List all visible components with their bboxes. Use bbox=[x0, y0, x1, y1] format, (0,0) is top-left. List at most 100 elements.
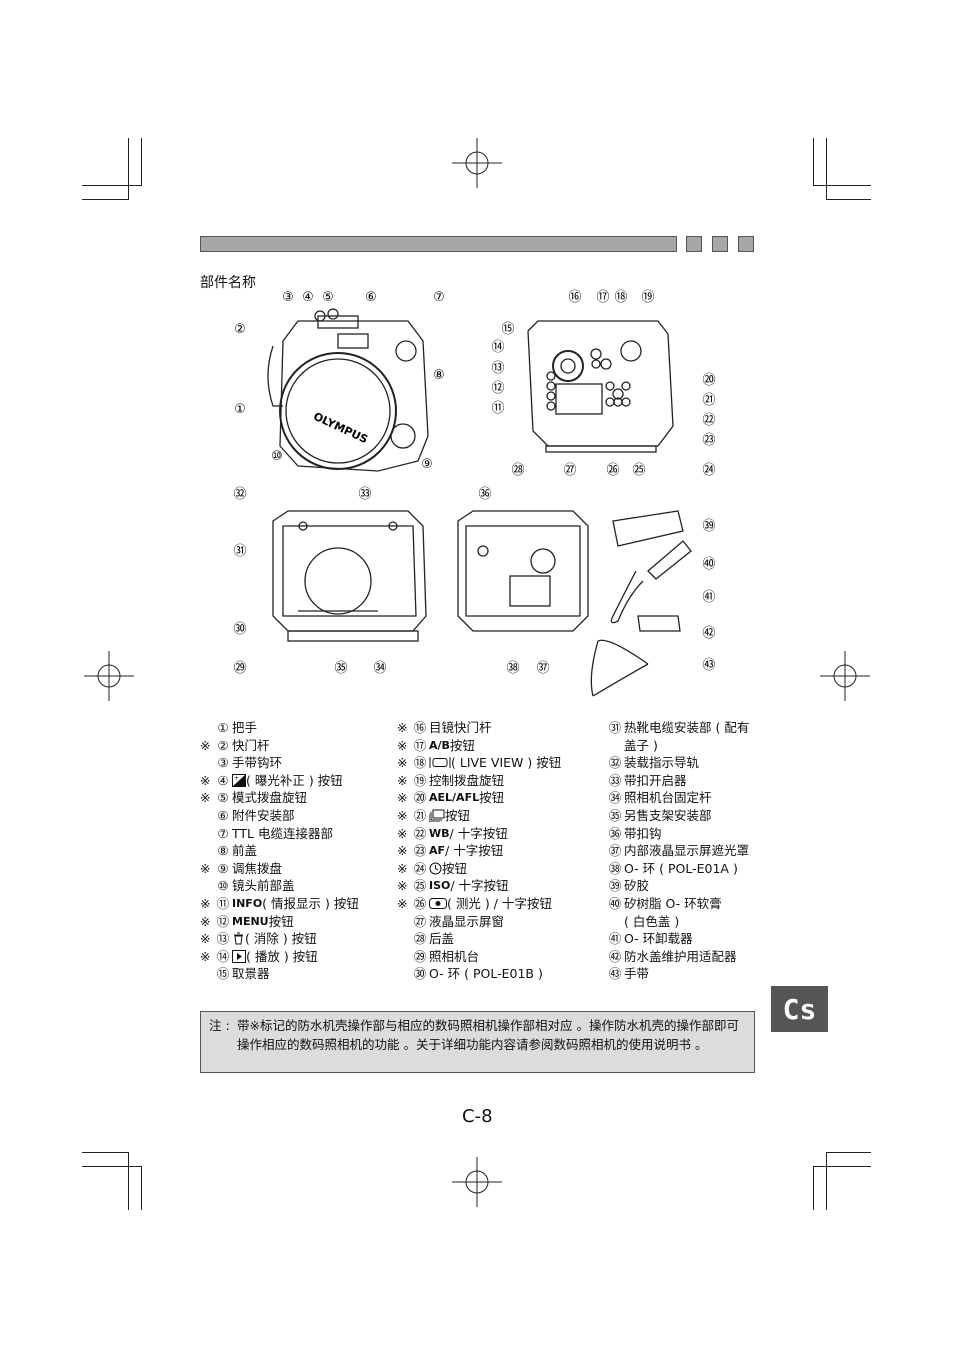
item-text: / 十字按钮 bbox=[445, 843, 504, 859]
item-number: ㉔ bbox=[413, 860, 427, 876]
item-text: 矽树脂 O- 环软膏 bbox=[624, 895, 722, 911]
item-number: ③ bbox=[217, 755, 229, 771]
item-number: ⑮ bbox=[216, 966, 230, 982]
item-number: ㉓ bbox=[413, 843, 427, 859]
callout-number: ⑬ bbox=[491, 361, 504, 376]
item-number: ㊱ bbox=[608, 825, 622, 841]
item-number: ㉞ bbox=[608, 790, 622, 806]
item-number: ㉙ bbox=[413, 948, 427, 964]
item-number: ⑱ bbox=[413, 755, 427, 771]
callout-number: ㊶ bbox=[702, 590, 715, 605]
callout-number: ⑭ bbox=[491, 340, 504, 355]
callout-number: ㉑ bbox=[702, 393, 715, 408]
callout-number: ㉚ bbox=[233, 622, 246, 637]
operation-mark: ※ bbox=[397, 825, 408, 841]
item-number: ㉕ bbox=[413, 878, 427, 894]
registration-mark bbox=[820, 651, 870, 701]
item-number: ⑥ bbox=[217, 807, 229, 823]
operation-mark bbox=[200, 825, 214, 843]
timer-icon bbox=[429, 860, 442, 878]
item-number: ② bbox=[217, 737, 229, 753]
list-item-continuation: ( 白色盖 ) bbox=[624, 913, 680, 929]
note-text: 带※标记的防水机壳操作部与相应的数码照相机操作部相对应 。操作防水机壳的操作部即… bbox=[237, 1018, 739, 1052]
item-number: ㉚ bbox=[413, 966, 427, 982]
operation-mark: ※ bbox=[200, 895, 211, 911]
item-text: 另售支架安装部 bbox=[624, 807, 712, 823]
item-number: ㉑ bbox=[413, 807, 427, 823]
item-text: 镜头前部盖 bbox=[232, 878, 295, 894]
item-number: ⑤ bbox=[217, 790, 229, 806]
callout-number: ㉙ bbox=[233, 661, 246, 676]
item-text: / 十字按钮 bbox=[450, 878, 509, 894]
button-label: INFO bbox=[232, 896, 263, 910]
operation-mark: ※ bbox=[200, 790, 211, 806]
crop-mark bbox=[128, 1152, 129, 1210]
button-label: WB bbox=[429, 826, 450, 840]
callout-number: ㉜ bbox=[233, 487, 246, 502]
item-text: 内部液晶显示屏遮光罩 bbox=[624, 843, 750, 859]
note-label: 注 : bbox=[209, 1018, 230, 1033]
item-number: ① bbox=[217, 720, 229, 735]
callout-number: ㉗ bbox=[563, 463, 576, 478]
crop-mark bbox=[141, 138, 142, 186]
front-view-housing bbox=[267, 308, 429, 472]
operation-mark: ※ bbox=[397, 755, 408, 771]
inside-housing bbox=[272, 510, 427, 642]
item-text: ( 消除 ) 按钮 bbox=[245, 931, 317, 947]
button-label: MENU bbox=[232, 914, 269, 928]
callout-number: ㊲ bbox=[536, 661, 549, 676]
item-number: ㊲ bbox=[608, 843, 622, 859]
operation-mark: ※ bbox=[397, 878, 408, 894]
callout-number: ⑲ bbox=[641, 290, 654, 305]
item-text: 带扣钩 bbox=[624, 825, 662, 841]
item-number: ⑪ bbox=[216, 895, 230, 911]
metering-icon bbox=[429, 895, 447, 913]
crop-mark bbox=[813, 185, 871, 186]
callout-number: ㊵ bbox=[702, 557, 715, 572]
operation-mark bbox=[397, 913, 411, 931]
item-text: 按钮 bbox=[268, 913, 294, 929]
callout-number: ⑱ bbox=[614, 290, 627, 305]
crop-mark bbox=[826, 199, 871, 200]
item-number: ⑫ bbox=[216, 913, 230, 929]
callout-number: ㉔ bbox=[702, 463, 715, 478]
item-text: 把手 bbox=[232, 720, 258, 735]
back-cover-inside bbox=[457, 510, 589, 632]
registration-mark bbox=[452, 1157, 502, 1207]
operation-mark: ※ bbox=[397, 843, 408, 859]
list-item: ※㉖( 测光 ) / 十字按钮 bbox=[397, 895, 561, 913]
crop-mark bbox=[82, 1166, 142, 1167]
item-number: ⑧ bbox=[217, 843, 229, 859]
item-number: ㊶ bbox=[608, 931, 622, 947]
callout-number: ⑰ bbox=[596, 290, 609, 305]
header-square bbox=[686, 236, 702, 252]
operation-mark bbox=[397, 948, 411, 966]
callout-number: ㉘ bbox=[511, 463, 524, 478]
item-number: ㊴ bbox=[608, 878, 622, 894]
callout-number: ㉕ bbox=[632, 463, 645, 478]
item-number: ㊸ bbox=[608, 966, 622, 982]
item-text: 控制拨盘旋钮 bbox=[429, 772, 505, 788]
item-text: O- 环卸载器 bbox=[624, 931, 693, 947]
item-text: 按钮 bbox=[442, 860, 468, 876]
item-number: ⑲ bbox=[413, 772, 427, 788]
